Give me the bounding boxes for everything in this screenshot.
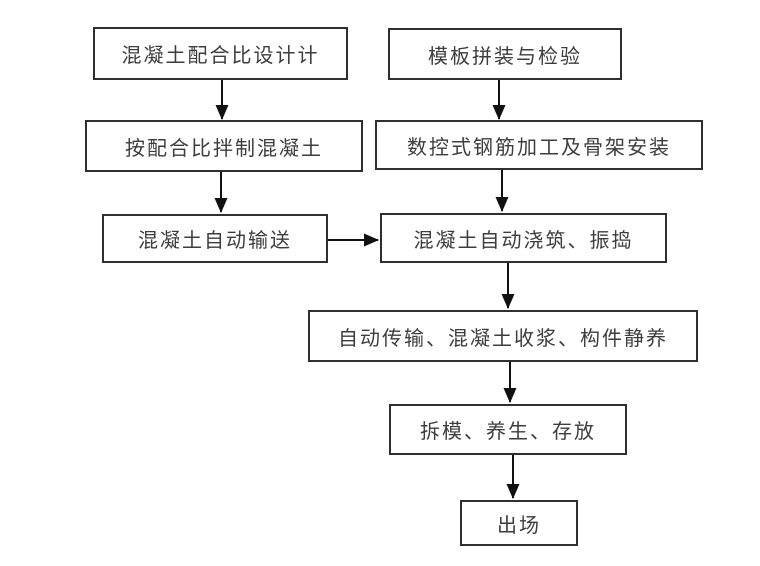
node-auto-transfer-finishing-static-curing: 自动传输、混凝土收浆、构件静养: [308, 310, 698, 362]
node-formwork-assembly-inspection: 模板拼装与检验: [388, 28, 622, 80]
node-cnc-rebar-processing-skeleton-install: 数控式钢筋加工及骨架安装: [375, 120, 703, 170]
node-concrete-mix-design: 混凝土配合比设计计: [93, 27, 348, 80]
node-concrete-auto-pouring-vibrating: 混凝土自动浇筑、振捣: [380, 213, 667, 263]
node-demold-curing-storage: 拆模、养生、存放: [389, 404, 627, 455]
node-leave-site: 出场: [460, 500, 578, 546]
node-mix-concrete-per-ratio: 按配合比拌制混凝土: [85, 120, 363, 172]
node-concrete-auto-conveying: 混凝土自动输送: [102, 214, 328, 263]
